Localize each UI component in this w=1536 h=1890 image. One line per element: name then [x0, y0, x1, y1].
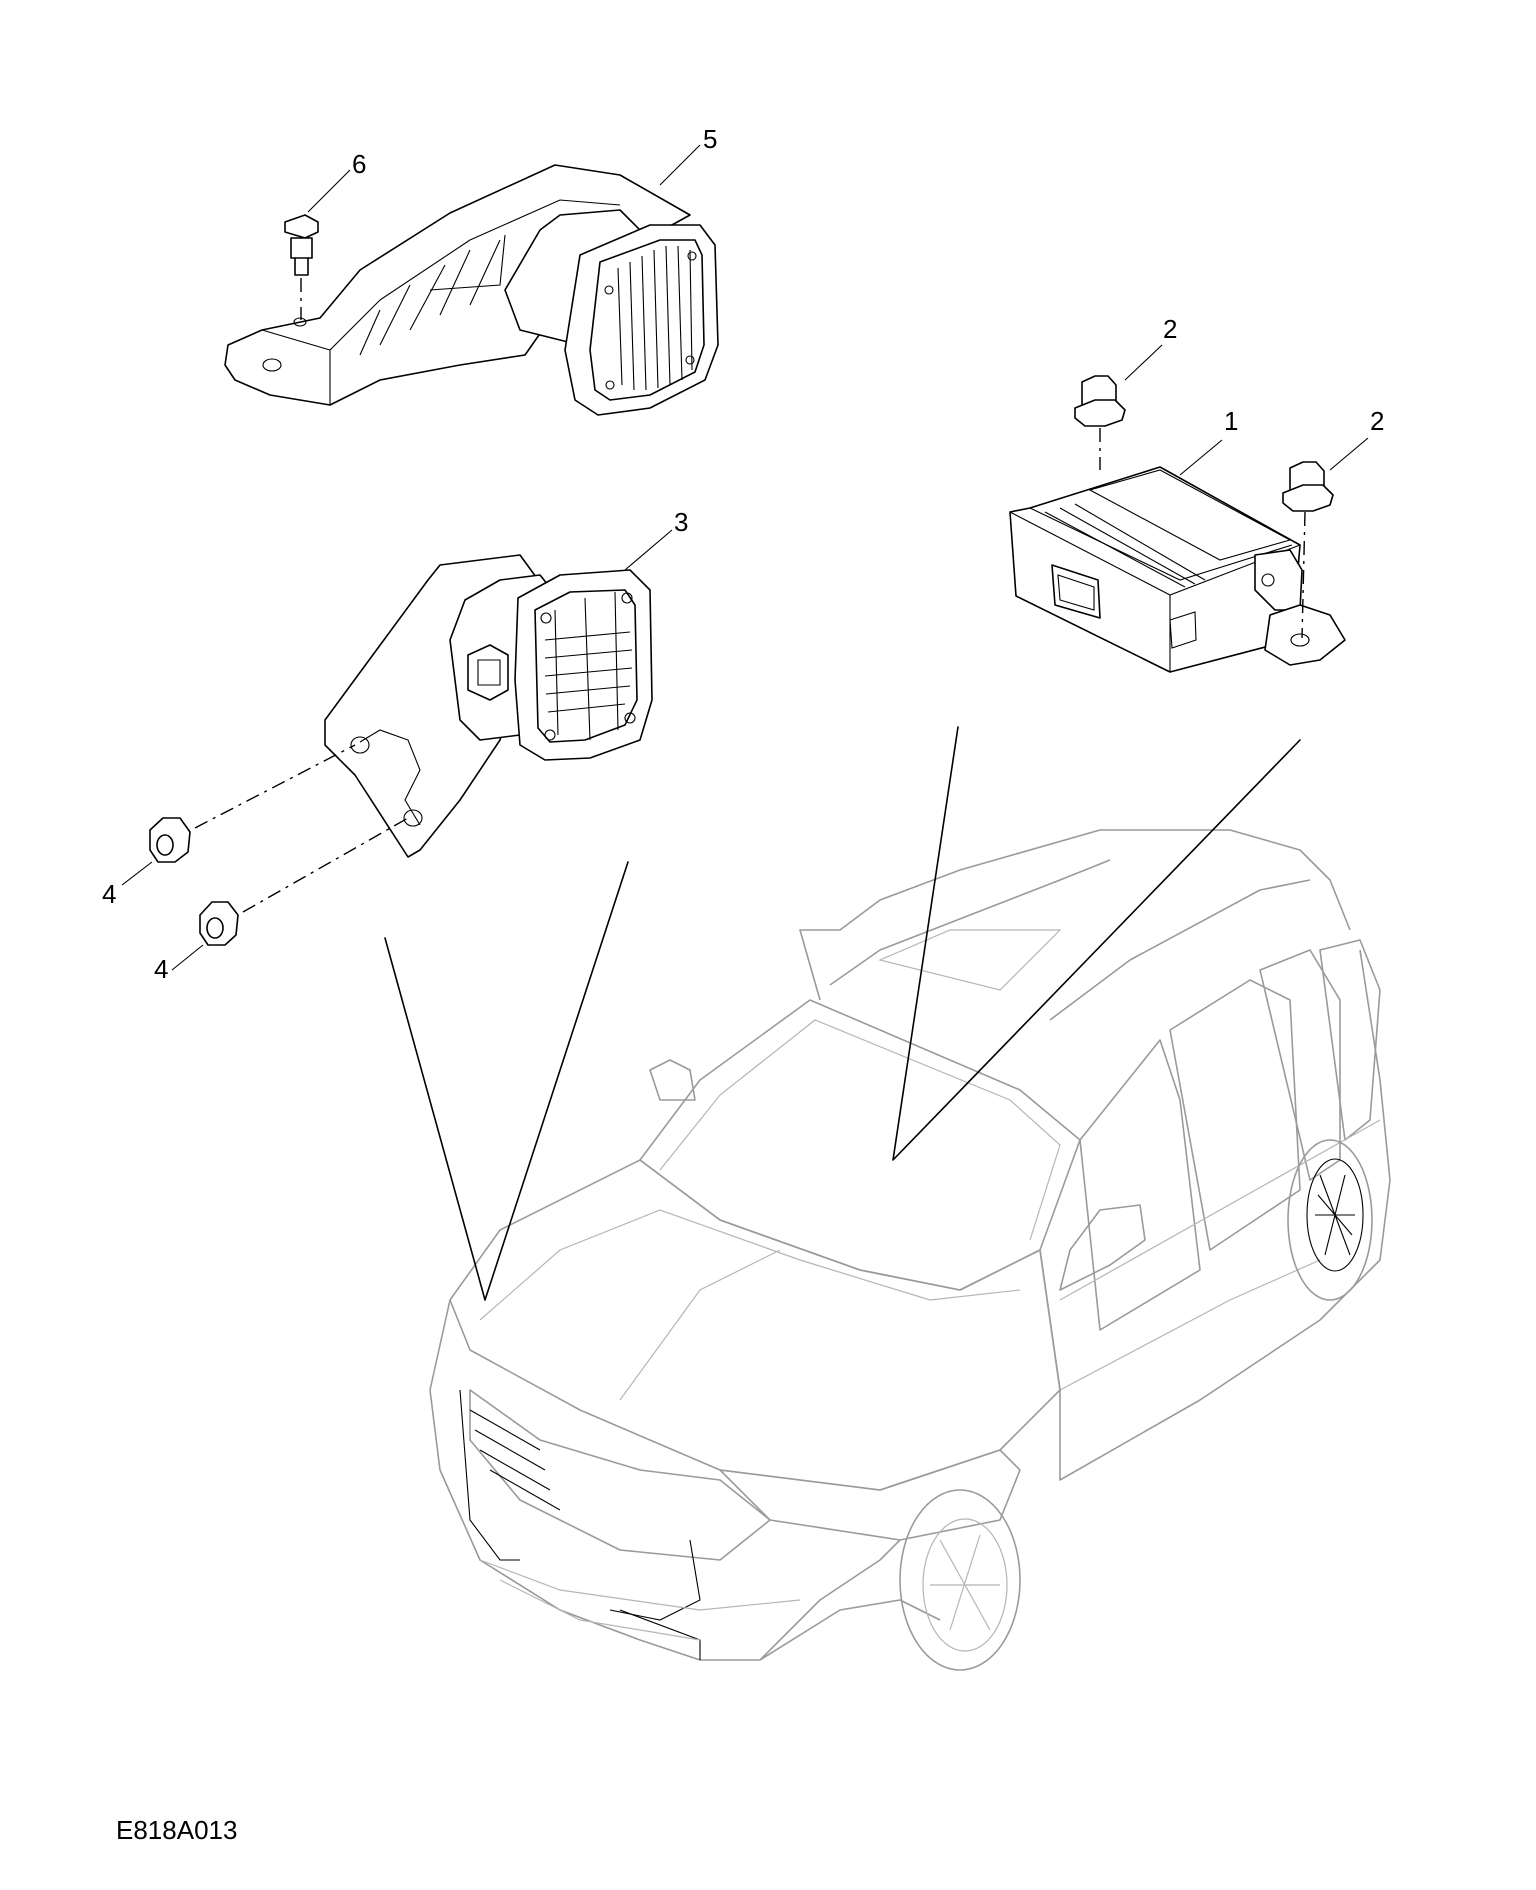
callout-1: 1	[1179, 406, 1238, 476]
part-4-nut-upper	[149, 744, 356, 863]
callout-2-right: 2	[1329, 406, 1384, 471]
svg-text:5: 5	[703, 124, 717, 154]
part-1-control-module	[1009, 466, 1346, 673]
svg-text:6: 6	[352, 149, 366, 179]
svg-text:2: 2	[1370, 406, 1384, 436]
callout-2-left: 2	[1124, 314, 1177, 381]
pointer-lines	[384, 726, 1301, 1301]
svg-text:2: 2	[1163, 314, 1177, 344]
callout-3: 3	[624, 507, 688, 571]
part-4-nut-lower	[199, 817, 409, 946]
part-5-sensor-bracket	[224, 164, 719, 416]
svg-text:3: 3	[674, 507, 688, 537]
part-2-nut-left	[1074, 375, 1126, 470]
svg-text:1: 1	[1224, 406, 1238, 436]
part-2-nut-right	[1282, 461, 1334, 639]
part-3-sensor-bracket	[324, 554, 653, 858]
part-6-bolt	[284, 214, 319, 320]
callout-4-upper: 4	[102, 861, 153, 909]
callout-5: 5	[659, 124, 717, 186]
svg-text:4: 4	[154, 954, 168, 984]
callout-4-lower: 4	[154, 944, 204, 984]
vehicle-illustration	[429, 829, 1391, 1671]
svg-text:4: 4	[102, 879, 116, 909]
callout-6: 6	[307, 149, 366, 213]
figure-id-label: E818A013	[116, 1815, 238, 1845]
